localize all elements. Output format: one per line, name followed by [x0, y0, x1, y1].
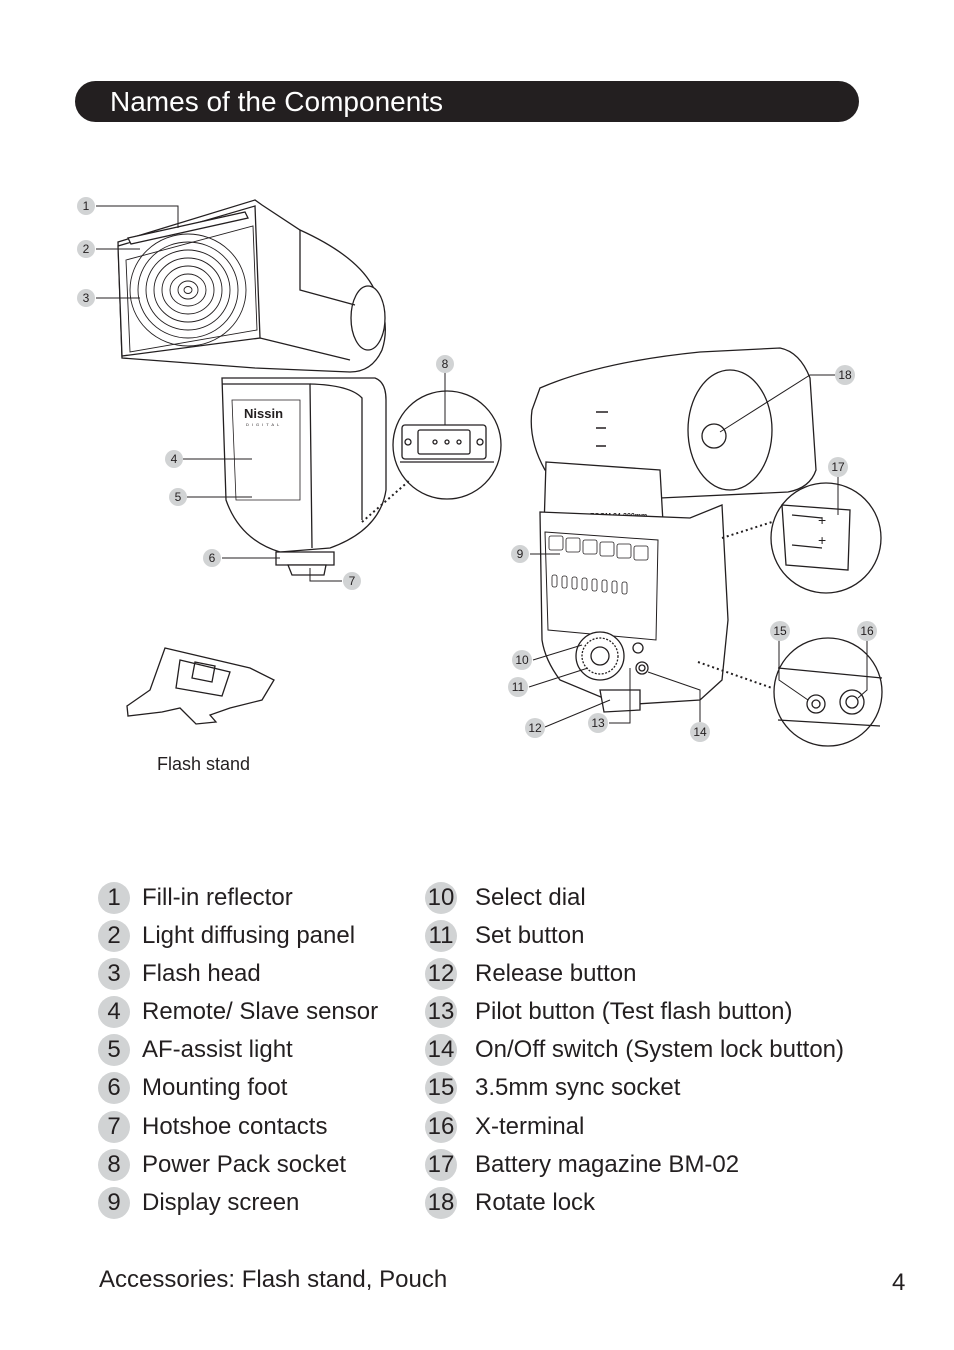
- brand-logo: Nissin: [244, 406, 283, 421]
- item-label: Battery magazine BM-02: [475, 1150, 740, 1178]
- item-label: Remote/ Slave sensor: [142, 998, 379, 1026]
- flash-stand-illustration: [126, 647, 275, 725]
- callout-markers: [77, 197, 877, 742]
- item-label: Set button: [475, 922, 585, 950]
- item-number: 18: [425, 1186, 457, 1219]
- item-number: 3: [98, 958, 130, 991]
- item-label: Select dial: [475, 884, 586, 911]
- item-number: 9: [98, 1186, 130, 1219]
- callout-7: 7: [349, 574, 356, 588]
- item-number: 6: [98, 1072, 130, 1105]
- item-number: 2: [98, 920, 130, 953]
- item-label: Power Pack socket: [142, 1150, 347, 1178]
- item-label: Hotshoe contacts: [142, 1112, 328, 1140]
- item-label: Release button: [475, 960, 637, 988]
- power-pack-socket-detail: [361, 390, 502, 523]
- item-number: 4: [98, 996, 130, 1029]
- callout-13: 13: [591, 716, 605, 730]
- callout-4: 4: [171, 452, 178, 466]
- item-number: 1: [98, 882, 130, 914]
- page-title: Names of the Components: [110, 86, 444, 117]
- item-number: 16: [425, 1110, 457, 1143]
- svg-text:+: +: [818, 512, 826, 528]
- item-number: 15: [425, 1072, 457, 1105]
- components-diagram: Nissin DIGITAL ZOOM 24-200mm: [77, 197, 883, 747]
- item-number: 7: [98, 1110, 130, 1143]
- rear-flash-illustration: ZOOM 24-200mm: [530, 347, 817, 713]
- display-mode-icons: [548, 535, 649, 561]
- callout-5: 5: [175, 490, 182, 504]
- accessories-note: Accessories: Flash stand, Pouch: [99, 1266, 448, 1293]
- item-number: 14: [425, 1034, 457, 1067]
- callout-6: 6: [209, 551, 216, 565]
- item-label: Flash head: [142, 960, 261, 988]
- callout-17: 17: [831, 460, 845, 474]
- item-label: AF-assist light: [142, 1036, 293, 1064]
- svg-text:+: +: [818, 532, 826, 548]
- callout-numbers: 1 2 3 4 5 6 7 8 9 10 11 12 13 14 15 16 1…: [83, 199, 874, 739]
- fresnel-lens: [125, 225, 258, 353]
- callout-18: 18: [838, 368, 852, 382]
- page-number: 4: [892, 1269, 906, 1296]
- flash-stand-caption: Flash stand: [157, 754, 251, 774]
- item-label: Rotate lock: [475, 1188, 596, 1216]
- item-label: Mounting foot: [142, 1074, 288, 1102]
- item-number: 13: [425, 996, 457, 1029]
- item-number: 11: [425, 920, 457, 953]
- item-number: 8: [98, 1148, 130, 1181]
- item-label: On/Off switch (System lock button): [475, 1036, 845, 1064]
- callout-8: 8: [442, 357, 449, 371]
- brand-sub-logo: DIGITAL: [246, 422, 282, 427]
- item-label: Display screen: [142, 1188, 300, 1216]
- callout-14: 14: [693, 725, 707, 739]
- item-number: 12: [425, 958, 457, 991]
- title-bar: Names of the Components: [75, 81, 859, 122]
- item-number: 17: [425, 1148, 457, 1181]
- callout-11: 11: [512, 680, 525, 694]
- callout-9: 9: [517, 547, 524, 561]
- callout-12: 12: [528, 721, 542, 735]
- item-label: Pilot button (Test flash button): [475, 998, 793, 1026]
- item-number: 5: [98, 1034, 130, 1067]
- callout-2: 2: [83, 242, 90, 256]
- leader-lines: [96, 205, 868, 728]
- item-label: Light diffusing panel: [142, 922, 356, 950]
- item-label: 3.5mm sync socket: [475, 1074, 681, 1102]
- item-label: X-terminal: [475, 1112, 585, 1140]
- battery-magazine-detail: + +: [721, 482, 882, 594]
- sync-terminal-detail: [697, 637, 883, 747]
- item-number: 10: [425, 882, 457, 914]
- callout-16: 16: [860, 624, 874, 638]
- callout-1: 1: [83, 199, 90, 213]
- display-level-bars: [551, 574, 628, 595]
- callout-15: 15: [773, 624, 787, 638]
- callout-3: 3: [83, 291, 90, 305]
- item-label: Fill-in reflector: [142, 884, 293, 911]
- front-flash-illustration: Nissin DIGITAL: [117, 199, 387, 576]
- callout-10: 10: [515, 653, 529, 667]
